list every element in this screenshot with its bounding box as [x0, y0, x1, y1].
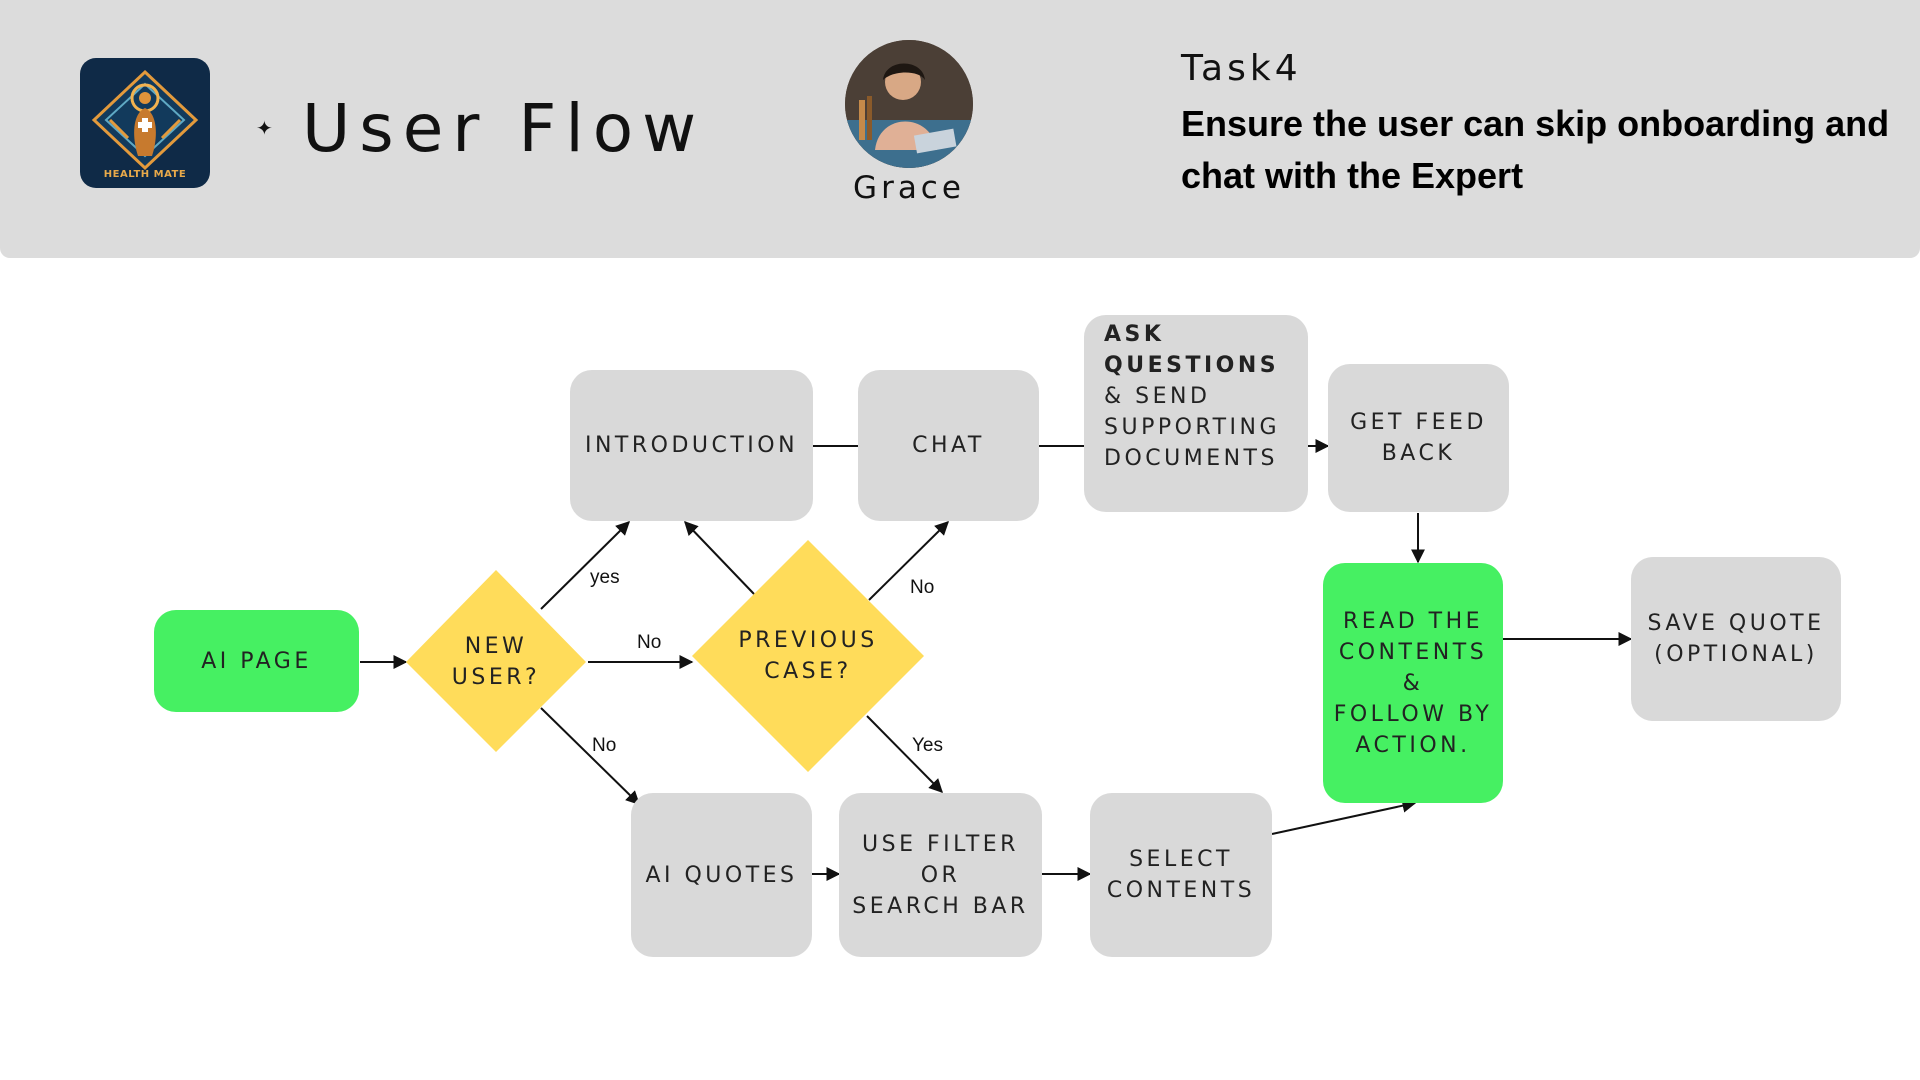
- edge-label-no-down: No: [592, 735, 617, 756]
- decision-previous-case: PREVIOUS CASE?: [718, 620, 898, 692]
- node-use-filter-line2: SEARCH BAR: [852, 893, 1029, 919]
- node-save-quote-line2: (OPTIONAL): [1654, 642, 1818, 667]
- edge-label-no-right: No: [637, 632, 662, 653]
- node-save-quote-line1: SAVE QUOTE: [1647, 611, 1825, 636]
- node-chat: CHAT: [858, 370, 1039, 521]
- node-get-feedback-line1: GET FEED: [1350, 410, 1487, 435]
- node-read-line3: &: [1402, 670, 1424, 696]
- node-ai-quotes-label: AI QUOTES: [645, 862, 798, 888]
- node-select-contents: SELECT CONTENTS: [1090, 793, 1272, 957]
- node-ask-line3: & SEND: [1104, 384, 1211, 409]
- header-banner: HEALTH MATE ✦ User Flow Grace Task4 Ensu…: [0, 0, 1920, 258]
- node-use-filter: USE FILTER OR SEARCH BAR: [839, 793, 1042, 957]
- page-title: User Flow: [302, 90, 706, 167]
- node-read-line2: CONTENTS: [1338, 639, 1488, 665]
- node-get-feedback-line2: BACK: [1381, 441, 1456, 466]
- decision-previous-case-shape: [692, 540, 924, 772]
- health-mate-emblem-icon: [91, 69, 199, 171]
- task-label: Task4: [1181, 48, 1302, 89]
- node-ask-bold-line1: ASK: [1104, 322, 1165, 347]
- edge-previous-filter: [866, 715, 943, 793]
- node-select-line2: CONTENTS: [1106, 878, 1256, 903]
- node-ai-page: AI PAGE: [154, 610, 359, 712]
- node-ask-bold-line2: QUESTIONS: [1104, 353, 1280, 378]
- node-read-contents: READ THE CONTENTS & FOLLOW BY ACTION.: [1323, 563, 1503, 803]
- decision-new-user-line1: NEW: [464, 634, 528, 659]
- decision-previous-case-line1: PREVIOUS: [738, 628, 878, 653]
- edge-label-previous-yes: Yes: [912, 735, 943, 756]
- node-ask-line4: SUPPORTING: [1104, 415, 1281, 440]
- node-chat-label: CHAT: [912, 433, 985, 458]
- node-read-line1: READ THE: [1342, 608, 1484, 634]
- node-introduction-label: INTRODUCTION: [584, 433, 799, 458]
- decision-previous-case-line2: CASE?: [764, 659, 852, 684]
- edge-label-yes: yes: [590, 567, 620, 588]
- node-introduction: INTRODUCTION: [570, 370, 813, 521]
- node-select-line1: SELECT: [1129, 847, 1233, 872]
- app-logo: HEALTH MATE: [80, 58, 210, 188]
- node-read-line4: FOLLOW BY: [1333, 701, 1493, 727]
- node-save-quote: SAVE QUOTE (OPTIONAL): [1631, 557, 1841, 721]
- node-ai-page-label: AI PAGE: [201, 648, 312, 674]
- sparkle-icon: ✦: [256, 118, 273, 140]
- node-get-feedback: GET FEED BACK: [1328, 364, 1509, 512]
- edge-newuser-intro: [540, 521, 630, 610]
- node-ai-quotes: AI QUOTES: [631, 793, 812, 957]
- edge-previous-chat: [868, 521, 949, 601]
- task-description: Ensure the user can skip onboarding and …: [1181, 103, 1890, 196]
- node-use-filter-line1: USE FILTER OR: [862, 831, 1019, 888]
- edge-label-previous-no: No: [910, 577, 935, 598]
- edge-select-read: [1271, 798, 1417, 835]
- node-ask-questions: ASK QUESTIONS & SEND SUPPORTING DOCUMENT…: [1084, 315, 1308, 512]
- decision-new-user-line2: USER?: [451, 665, 541, 690]
- decision-new-user: NEW USER?: [426, 626, 566, 698]
- edge-newuser-aiquotes: [540, 707, 641, 805]
- node-read-line5: ACTION.: [1355, 732, 1471, 758]
- decision-new-user-shape: [406, 570, 586, 752]
- edge-previous-intro: [684, 520, 755, 595]
- logo-caption: HEALTH MATE: [103, 169, 187, 180]
- persona-name: Grace: [853, 170, 965, 206]
- node-ask-line5: DOCUMENTS: [1104, 446, 1278, 471]
